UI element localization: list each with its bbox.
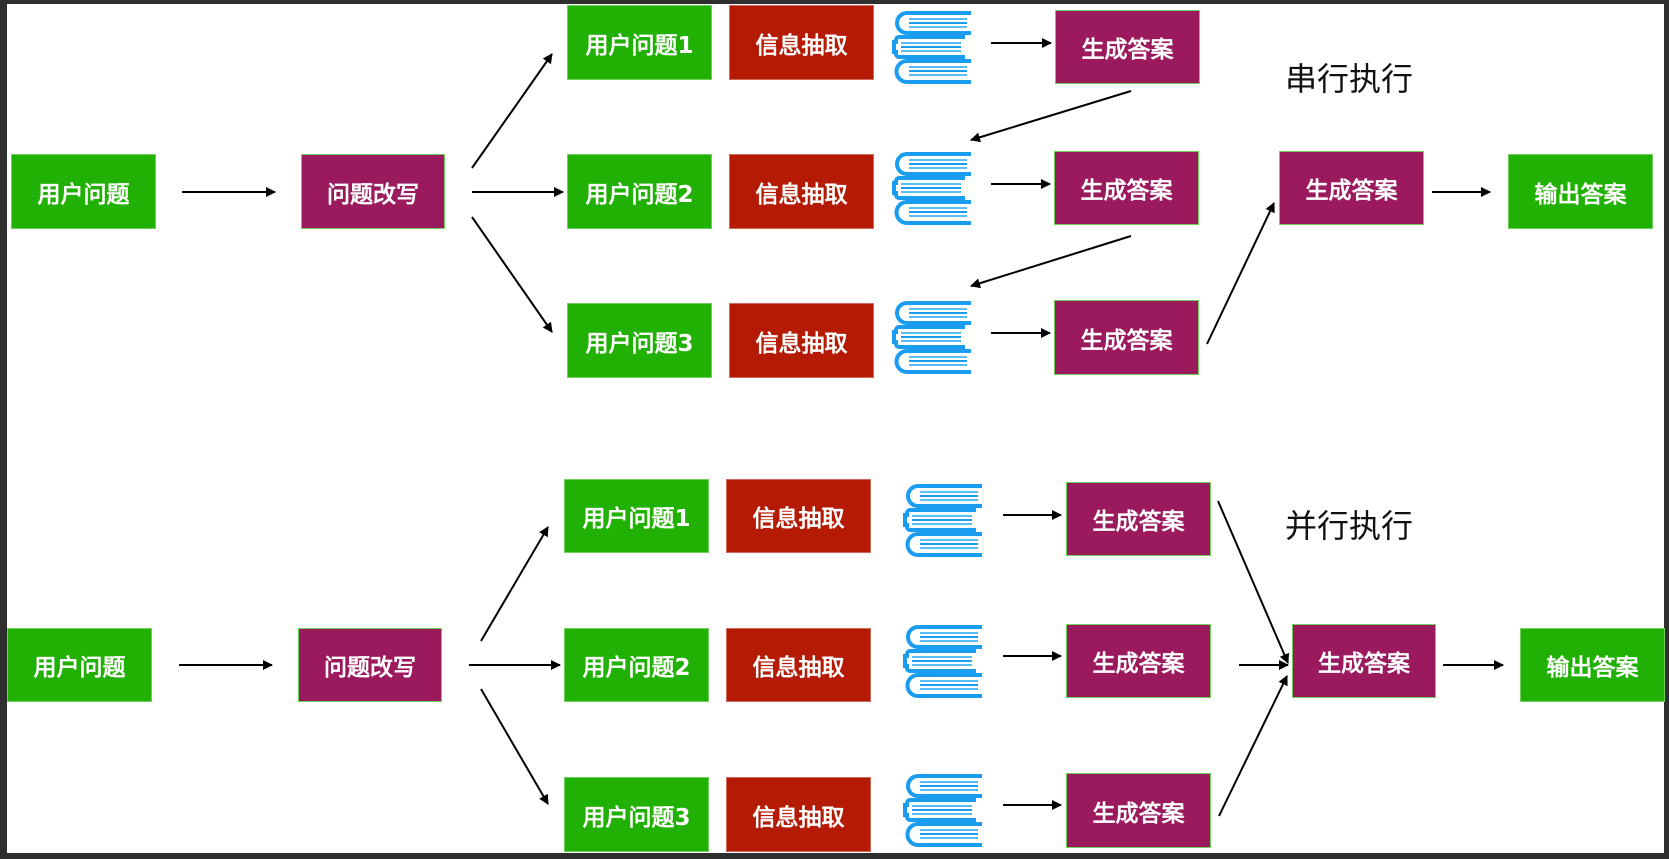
parallel-question-rewrite[interactable]: 问题改写 [298, 628, 442, 702]
serial-extract-3[interactable]: 信息抽取 [729, 303, 874, 378]
arrow [1206, 202, 1275, 345]
parallel-output-answer[interactable]: 输出答案 [1520, 628, 1665, 702]
parallel-extract-2[interactable]: 信息抽取 [726, 628, 871, 702]
arrow [1218, 675, 1288, 817]
books-icon [892, 152, 973, 225]
serial-merge-answer[interactable]: 生成答案 [1279, 151, 1424, 225]
arrow [970, 90, 1132, 143]
parallel-question-2[interactable]: 用户问题2 [564, 628, 709, 702]
parallel-answer-2[interactable]: 生成答案 [1066, 624, 1211, 698]
serial-question-2[interactable]: 用户问题2 [567, 154, 712, 229]
arrow [970, 235, 1132, 289]
serial-output-answer[interactable]: 输出答案 [1508, 154, 1653, 229]
serial-question-3[interactable]: 用户问题3 [567, 303, 712, 378]
serial-extract-2[interactable]: 信息抽取 [729, 154, 874, 229]
parallel-merge-answer[interactable]: 生成答案 [1292, 624, 1436, 698]
books-icon [892, 11, 973, 84]
serial-answer-3[interactable]: 生成答案 [1054, 300, 1199, 375]
books-icon [903, 625, 984, 698]
parallel-extract-3[interactable]: 信息抽取 [726, 777, 871, 852]
books-icon [892, 301, 973, 374]
arrow [1217, 500, 1290, 664]
parallel-extract-1[interactable]: 信息抽取 [726, 479, 871, 553]
arrow [480, 526, 549, 642]
arrow [471, 53, 553, 169]
parallel-answer-3[interactable]: 生成答案 [1066, 773, 1211, 848]
arrows-layer [179, 38, 1504, 817]
arrow [471, 216, 553, 333]
serial-extract-1[interactable]: 信息抽取 [729, 5, 874, 80]
serial-answer-1[interactable]: 生成答案 [1055, 10, 1200, 84]
arrow [480, 688, 549, 805]
serial-question-rewrite[interactable]: 问题改写 [301, 154, 445, 229]
diagram-canvas: 串行执行 用户问题 问题改写 用户问题1 信息抽取 生成答案 用户问题2 信息抽… [7, 4, 1665, 853]
books-icon [903, 774, 984, 847]
serial-question-1[interactable]: 用户问题1 [567, 5, 712, 80]
parallel-question-1[interactable]: 用户问题1 [564, 479, 709, 553]
serial-user-question[interactable]: 用户问题 [11, 154, 156, 229]
parallel-question-3[interactable]: 用户问题3 [564, 777, 709, 852]
serial-label: 串行执行 [1285, 60, 1414, 98]
parallel-label: 并行执行 [1285, 507, 1414, 545]
serial-answer-2[interactable]: 生成答案 [1054, 151, 1199, 225]
parallel-user-question[interactable]: 用户问题 [7, 628, 152, 702]
books-icon [903, 484, 984, 557]
parallel-answer-1[interactable]: 生成答案 [1066, 482, 1211, 556]
